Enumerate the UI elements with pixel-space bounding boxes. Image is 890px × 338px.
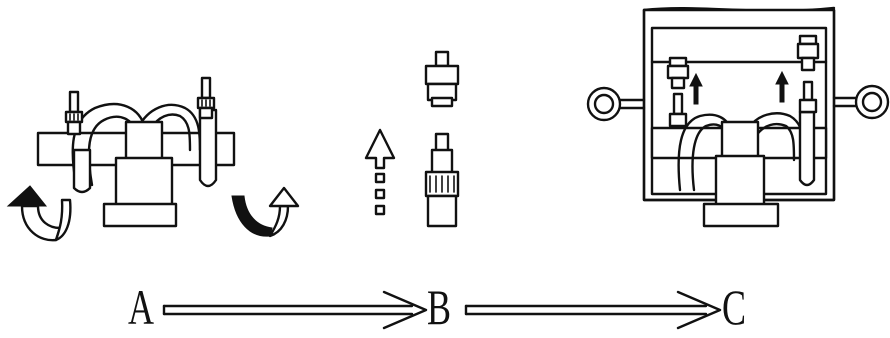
flow-arrow-b-to-c — [464, 290, 722, 330]
step-label-c: C — [722, 279, 747, 335]
valve-stem — [424, 132, 460, 228]
up-arrow-icon — [689, 72, 703, 105]
center-block-base — [102, 202, 178, 228]
flow-arrow-a-to-b — [162, 290, 428, 330]
connector-top — [424, 50, 460, 108]
ring-right — [832, 84, 890, 120]
center-block-top — [124, 120, 164, 162]
tube-right-leg — [198, 108, 218, 188]
valve-right — [196, 76, 216, 120]
panel-a-assembly — [6, 76, 300, 242]
tube-right-inner — [148, 113, 192, 152]
up-arrow-dashed-icon — [364, 128, 396, 216]
step-label-a: A — [128, 279, 154, 335]
connector-top-left — [666, 56, 690, 90]
step-label-b: B — [427, 279, 452, 335]
center-block — [114, 156, 174, 208]
curved-arrow-left-icon — [6, 185, 72, 242]
tube-left-c — [677, 113, 732, 192]
curved-arrow-right-icon — [231, 186, 300, 238]
panel-c-assembly — [586, 6, 890, 228]
connector-top-right — [796, 34, 820, 72]
valve-left-c — [668, 92, 688, 128]
up-arrow-icon — [775, 70, 789, 103]
center-block-base-c — [702, 202, 780, 228]
tube-left-leg — [72, 148, 92, 194]
center-block-c — [714, 154, 766, 208]
center-block-top-c — [720, 120, 760, 160]
panel-b-parts — [364, 50, 460, 228]
ring-left — [586, 86, 646, 122]
valve-left — [64, 90, 84, 136]
valve-right-c — [798, 80, 818, 114]
